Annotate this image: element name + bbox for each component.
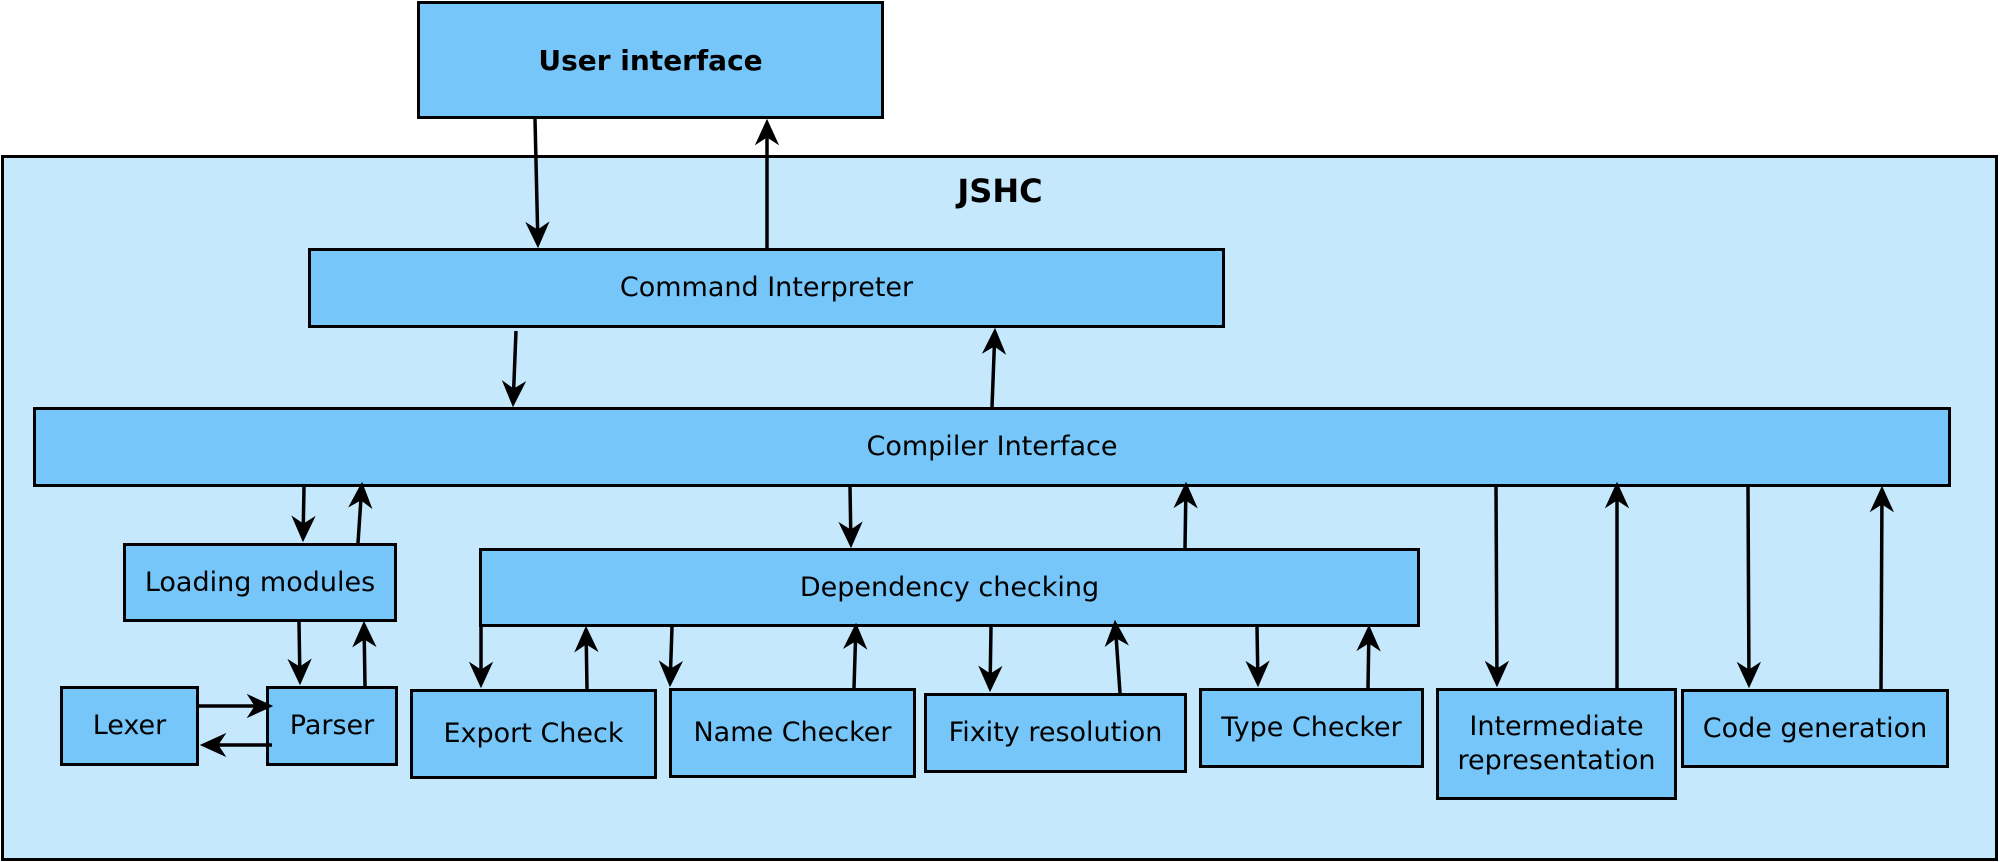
arrow-code-generation-to-compiler [1869, 485, 1895, 690]
lexer-box: Lexer [60, 686, 199, 766]
arrow-loading-modules-to-parser [287, 621, 312, 686]
code-generation-box: Code generation [1681, 689, 1949, 768]
export-check-box: Export Check [410, 689, 657, 779]
parser-box: Parser [266, 686, 398, 766]
command-interpreter-box: Command Interpreter [308, 248, 1225, 328]
arrow-dependency-to-export-check [468, 627, 494, 689]
type-checker-box: Type Checker [1199, 688, 1424, 768]
arrow-compiler-to-command-interpreter [981, 327, 1007, 408]
loading-modules-box: Loading modules [123, 543, 397, 622]
dependency-checking-box: Dependency checking [479, 548, 1420, 627]
arrow-compiler-to-intermediate-rep [1484, 486, 1510, 688]
arrow-fixity-resolution-to-dependency [1104, 619, 1129, 694]
fixity-resolution-box: Fixity resolution [924, 693, 1187, 773]
arrow-command-interpreter-to-ui [754, 118, 780, 248]
arrow-command-interpreter-to-compiler [501, 330, 527, 408]
user-interface-box: User interface [417, 1, 884, 119]
arrow-ui-to-command-interpreter [525, 118, 550, 249]
arrow-compiler-to-code-generation [1736, 486, 1762, 689]
arrow-dependency-checking-to-compiler [1173, 481, 1198, 549]
arrow-dependency-to-name-checker [658, 626, 684, 688]
name-checker-box: Name Checker [669, 688, 916, 778]
compiler-interface-box: Compiler Interface [33, 407, 1951, 487]
jshc-title: JSHC [957, 172, 1043, 210]
arrow-dependency-to-type-checker [1245, 626, 1270, 688]
arrow-name-checker-to-dependency [843, 622, 868, 689]
arrow-parser-to-lexer [199, 732, 272, 758]
arrow-intermediate-rep-to-compiler [1604, 481, 1630, 688]
arrow-type-checker-to-dependency [1356, 624, 1381, 689]
arrow-compiler-to-dependency-checking [838, 486, 863, 549]
arrow-export-check-to-dependency [574, 625, 599, 690]
arrow-compiler-to-loading-modules [291, 486, 316, 543]
arrow-loading-modules-to-compiler [348, 481, 373, 544]
arrow-lexer-to-parser [199, 693, 274, 719]
intermediate-representation-box: Intermediate representation [1436, 688, 1677, 800]
arrow-dependency-to-fixity-resolution [978, 626, 1003, 693]
arrow-parser-to-loading-modules [352, 620, 377, 687]
